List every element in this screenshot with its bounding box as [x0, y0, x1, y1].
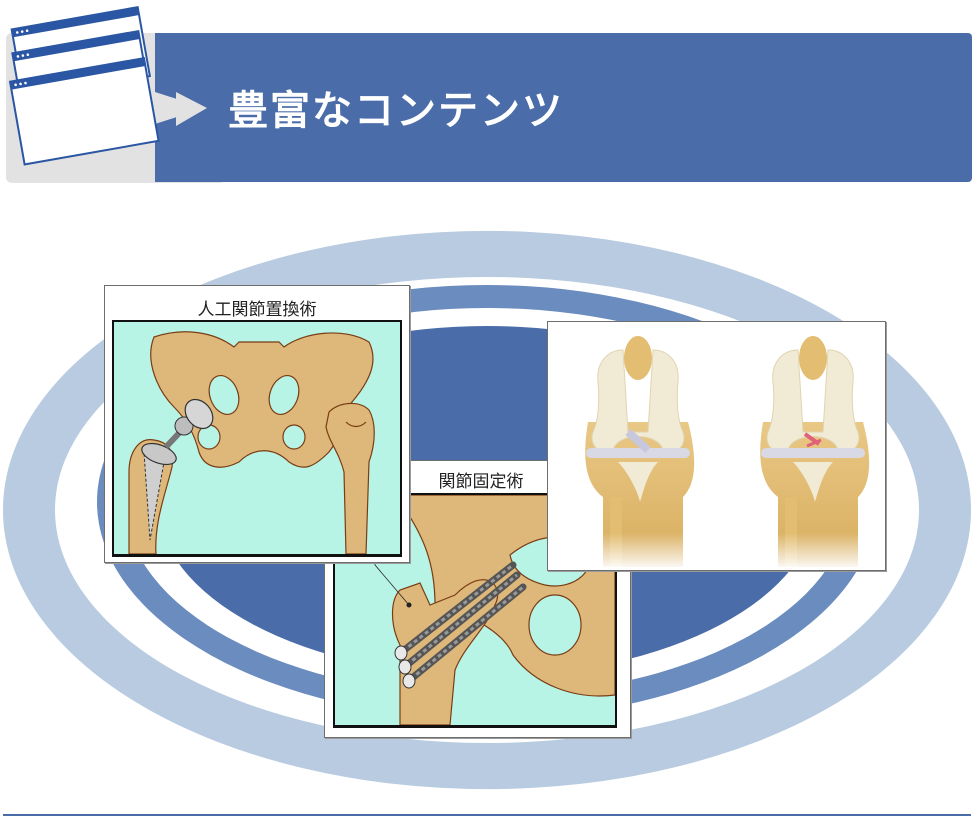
header-graphics: [8, 6, 207, 166]
hip-joint-replacement-illustration: [128, 331, 375, 554]
section-header: 豊富なコンテンツ: [0, 0, 974, 190]
bottom-divider: [3, 814, 971, 816]
stacked-windows-icon: [8, 6, 160, 166]
fixation-screws: [394, 561, 527, 689]
card-title-joint-fixation: 関節固定術: [438, 472, 524, 492]
card-hip-replacement[interactable]: 人工関節置換術: [104, 285, 410, 563]
hip-replacement-illustration-panel: [112, 320, 402, 557]
page-title: 豊富なコンテンツ: [228, 88, 564, 134]
card-title-hip-replacement: 人工関節置換術: [197, 300, 317, 320]
knee-ligament-comparison-illustration: [548, 322, 885, 570]
header-banner: [155, 33, 972, 182]
card-knee-ligament[interactable]: [547, 321, 886, 571]
